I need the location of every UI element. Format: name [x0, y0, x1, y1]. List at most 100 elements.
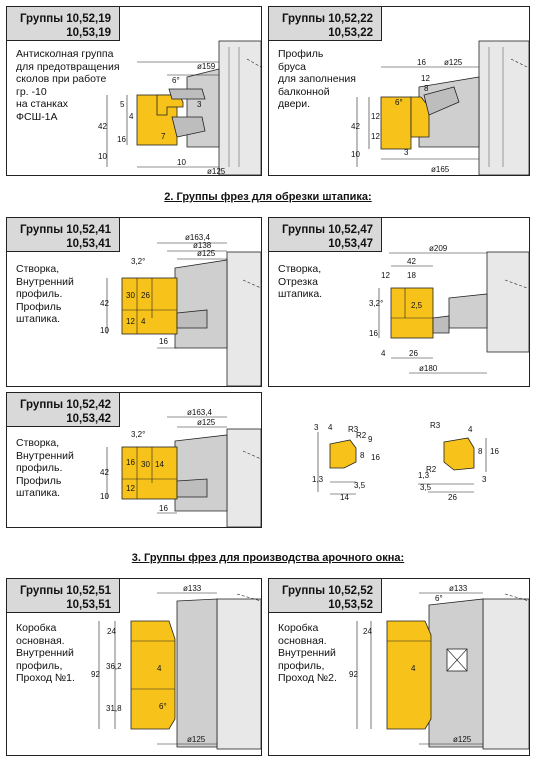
dim-label: 31,8 [106, 704, 122, 713]
panel-group-10-52-41: Группы 10,52,41 10,53,41 Створка, Внутре… [6, 217, 262, 387]
panel-header: Группы 10,52,52 10,53,52 [269, 579, 382, 613]
desc-line: Профиль [278, 48, 324, 60]
desc-line: Внутренний [16, 647, 74, 660]
dim-label: 6° [395, 98, 403, 107]
dim-label: 3 [482, 475, 487, 484]
dim-label: R2 [426, 465, 437, 474]
dim-label: 16 [159, 337, 168, 346]
dim-label: 3,2° [369, 299, 383, 308]
panel-header: Группы 10,52,42 10,53,42 [7, 393, 120, 427]
dim-label: ø165 [431, 165, 450, 174]
desc-line: профиль, [278, 659, 325, 672]
panel-header: Группы 10,52,22 10,53,22 [269, 7, 382, 41]
dim-label: 6° [172, 76, 180, 85]
panel-header: Группы 10,52,47 10,53,47 [269, 218, 382, 252]
dim-label: 4 [141, 317, 146, 326]
desc-line: ФСШ-1А [16, 110, 58, 123]
desc-line: Внутренний [16, 275, 74, 288]
dim-label: 8 [478, 447, 483, 456]
group-title-line1: Группы 10,52,51 [19, 585, 111, 597]
desc-line: Внутренний [278, 647, 336, 660]
dim-label: 16 [126, 458, 135, 467]
cutter-diagram: ø163,4 ø125 3,2° 42 16 30 14 12 10 16 [100, 408, 262, 528]
dim-label: 42 [98, 122, 107, 131]
desc-line: Створка, [16, 263, 60, 275]
desc-line: основная. [16, 634, 65, 647]
dim-label: 1,3 [418, 471, 430, 480]
dim-label: 92 [91, 670, 100, 679]
panel-group-10-52-51: Группы 10,52,51 10,53,51 Коробка основна… [6, 578, 262, 756]
panel-group-10-52-22: Группы 10,52,22 10,53,22 Профиль бруса д… [268, 6, 530, 176]
dim-label: 16 [117, 135, 126, 144]
dim-label: ø125 [197, 418, 216, 427]
desc-line: штапика. [16, 313, 61, 326]
dim-label: 16 [369, 329, 378, 338]
group-title-line1: Группы 10,52,22 [281, 13, 373, 25]
panel-group-10-52-52: Группы 10,52,52 10,53,52 Коробка основна… [268, 578, 530, 756]
desc-line: балконной [278, 85, 330, 98]
dim-label: 4 [157, 664, 162, 673]
dim-label: 10 [100, 326, 109, 335]
dim-label: 10 [351, 150, 360, 159]
dim-label: ø133 [183, 584, 202, 593]
dim-label: ø138 [193, 241, 212, 250]
dim-label: 2,5 [411, 301, 423, 310]
dim-label: 4 [468, 425, 473, 434]
cutter-diagram: ø209 ø180 3,2° 42 12 18 2,5 16 4 26 [369, 244, 530, 374]
dim-label: ø125 [187, 735, 206, 744]
dim-label: 92 [349, 670, 358, 679]
dim-label: 3,5 [354, 481, 366, 490]
panel-description: Коробка основная. Внутренний профиль, Пр… [16, 622, 75, 685]
dim-label: 16 [417, 58, 426, 67]
dim-label: 16 [490, 447, 499, 456]
dim-label: ø163,4 [185, 233, 210, 242]
dim-label: 12 [126, 484, 135, 493]
dim-label: 3,2° [131, 257, 145, 266]
panel-group-10-52-42: Группы 10,52,42 10,53,42 Створка, Внутре… [6, 392, 262, 528]
dim-label: 10 [98, 152, 107, 161]
dim-label: 42 [100, 468, 109, 477]
dim-label: R3 [348, 425, 359, 434]
cutter-diagram: ø163,4 ø138 ø125 3,2° 42 30 26 12 4 10 1… [100, 233, 262, 387]
group-title-line1: Группы 10,52,19 [19, 13, 111, 25]
dim-label: 4 [129, 112, 134, 121]
desc-line: Проход №1. [16, 672, 75, 685]
dim-label: 3 [404, 148, 409, 157]
dim-label: 12 [421, 74, 430, 83]
desc-line: Внутренний [16, 449, 74, 462]
dim-label: 1,3 [312, 475, 324, 484]
desc-line: Профиль [16, 300, 62, 313]
dim-label: 4 [381, 349, 386, 358]
cutter-diagram: ø125 ø165 6° 16 12 12 42 12 10 3 8 [351, 40, 530, 176]
desc-line: Профиль [16, 474, 62, 487]
dim-label: 24 [363, 627, 372, 636]
group-title-line2: 10,53,42 [66, 413, 111, 425]
panel-header: Группы 10,52,41 10,53,41 [7, 218, 120, 252]
dim-label: 12 [381, 271, 390, 280]
desc-line: профиль. [16, 462, 63, 475]
cutter-diagram: ø133 ø125 6° 24 92 36,2 31,8 4 [91, 584, 262, 750]
cutter-diagram: ø133 ø125 6° 24 92 4 [349, 584, 530, 750]
group-title-line1: Группы 10,52,52 [281, 585, 373, 597]
dim-label: R2 [356, 431, 367, 440]
section-title-text: 3. Группы фрез для производства арочного… [131, 552, 405, 564]
panel-header: Группы 10,52,19 10,53,19 [7, 7, 120, 41]
desc-line: Антисколная группа [16, 48, 114, 60]
dim-label: 16 [371, 453, 380, 462]
desc-line: для заполнения [278, 73, 356, 86]
panel-header: Группы 10,52,51 10,53,51 [7, 579, 120, 613]
dim-label: 26 [409, 349, 418, 358]
desc-line: Створка, [16, 437, 60, 449]
dim-label: 42 [351, 122, 360, 131]
dim-label: 3 [314, 423, 319, 432]
panel-description: Створка, Внутренний профиль. Профиль шта… [16, 437, 74, 500]
dim-label: ø133 [449, 584, 468, 593]
panel-description: Антисколная группа для предотвращения ск… [16, 48, 120, 124]
desc-line: гр. -10 [16, 85, 47, 98]
panel-description: Профиль бруса для заполнения балконной д… [278, 48, 356, 111]
profile-details-diagram: 3 4 R3 R2 9 8 16 1,3 3,5 14 R3 4 8 16 R2… [312, 421, 499, 502]
dim-label: 10 [100, 492, 109, 501]
group-title-line1: Группы 10,52,41 [19, 224, 111, 236]
dim-label: 12 [371, 112, 380, 121]
panel-group-10-52-47: Группы 10,52,47 10,53,47 Створка, Отрезк… [268, 217, 530, 387]
